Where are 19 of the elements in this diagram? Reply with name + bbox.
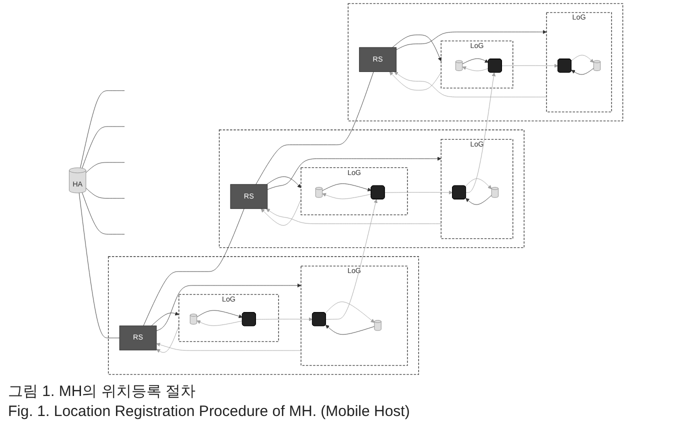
connector-line [256, 71, 374, 185]
node-cylinder [455, 60, 463, 71]
node-cylinder [491, 186, 499, 198]
connector-line [86, 188, 125, 199]
connector-line [82, 126, 125, 168]
connector-line [143, 208, 244, 326]
connector-line [82, 192, 125, 234]
node-cylinder [374, 320, 382, 331]
connector-line [86, 162, 125, 173]
node-cylinder [593, 60, 601, 71]
cluster [218, 130, 524, 248]
cluster [348, 3, 624, 122]
node-cylinder [315, 186, 323, 198]
figure-caption: 그림 1. MH의 위치등록 절차 [8, 382, 197, 401]
cluster [108, 256, 419, 375]
connector-line [80, 90, 125, 168]
connector-line [78, 192, 120, 338]
node-cylinder [190, 314, 198, 324]
caption-text: Fig. 1. Location Registration Procedure of MH. (Mobile Host) [8, 403, 411, 420]
